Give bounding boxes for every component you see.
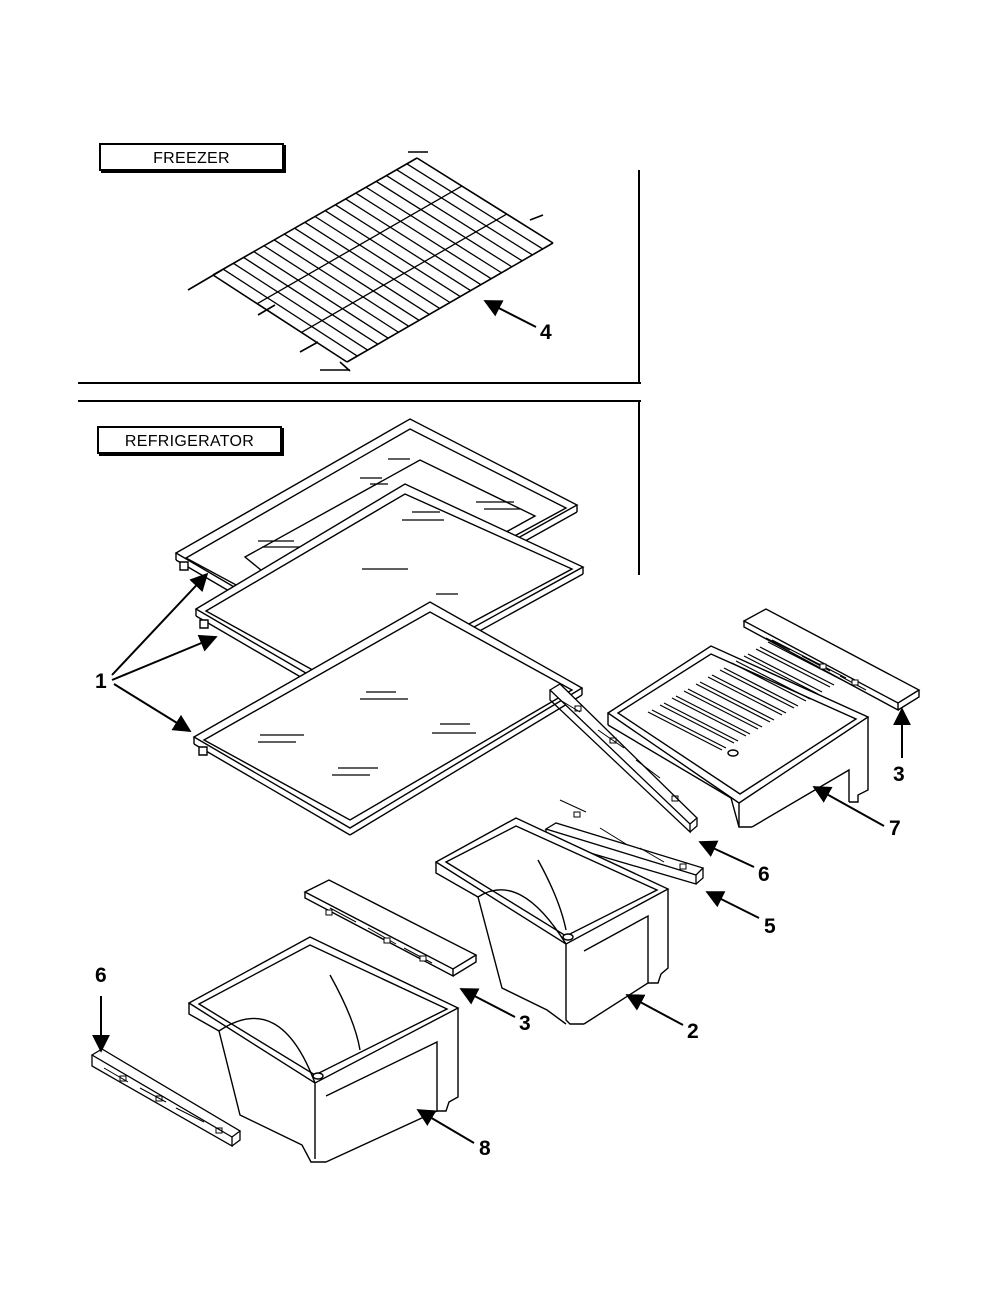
- glass-shelf-bottom-icon: [194, 602, 582, 835]
- arrow-1c: [114, 684, 192, 732]
- callout-6-right: 6: [758, 863, 770, 886]
- arrow-4: [483, 301, 536, 327]
- slide-rail-upper-icon: [550, 684, 697, 832]
- arrow-1a: [112, 572, 209, 675]
- crisper-pan-left-icon: [189, 937, 458, 1162]
- refrigerator-label: REFRIGERATOR: [97, 426, 282, 454]
- callout-6-left: 6: [95, 964, 107, 987]
- callout-4: 4: [540, 321, 552, 344]
- callout-1: 1: [95, 670, 107, 693]
- arrow-3-left: [459, 989, 515, 1017]
- section-dividers: [78, 170, 641, 575]
- arrow-2: [625, 995, 683, 1025]
- pan-cover-left-icon: [305, 880, 476, 976]
- arrow-5: [705, 892, 759, 918]
- arrow-6-right: [698, 840, 754, 867]
- glass-reflection-marks: [258, 459, 520, 775]
- callout-2: 2: [687, 1020, 699, 1043]
- wire-shelf-icon: [188, 152, 553, 371]
- slide-rail-left-icon: [92, 1049, 240, 1146]
- arrow-7: [812, 786, 884, 826]
- callout-3-left: 3: [519, 1012, 531, 1035]
- meat-pan-icon: [608, 633, 868, 827]
- arrow-1b: [112, 634, 218, 680]
- callout-7: 7: [889, 817, 901, 840]
- leader-arrows: [92, 301, 911, 1143]
- arrow-8: [416, 1109, 474, 1143]
- freezer-label: FREEZER: [99, 143, 284, 171]
- callout-5: 5: [764, 915, 776, 938]
- callout-8: 8: [479, 1137, 491, 1160]
- callout-3-right: 3: [893, 763, 905, 786]
- crisper-pan-middle-icon: [436, 818, 668, 1024]
- pan-cover-right-icon: [744, 609, 919, 710]
